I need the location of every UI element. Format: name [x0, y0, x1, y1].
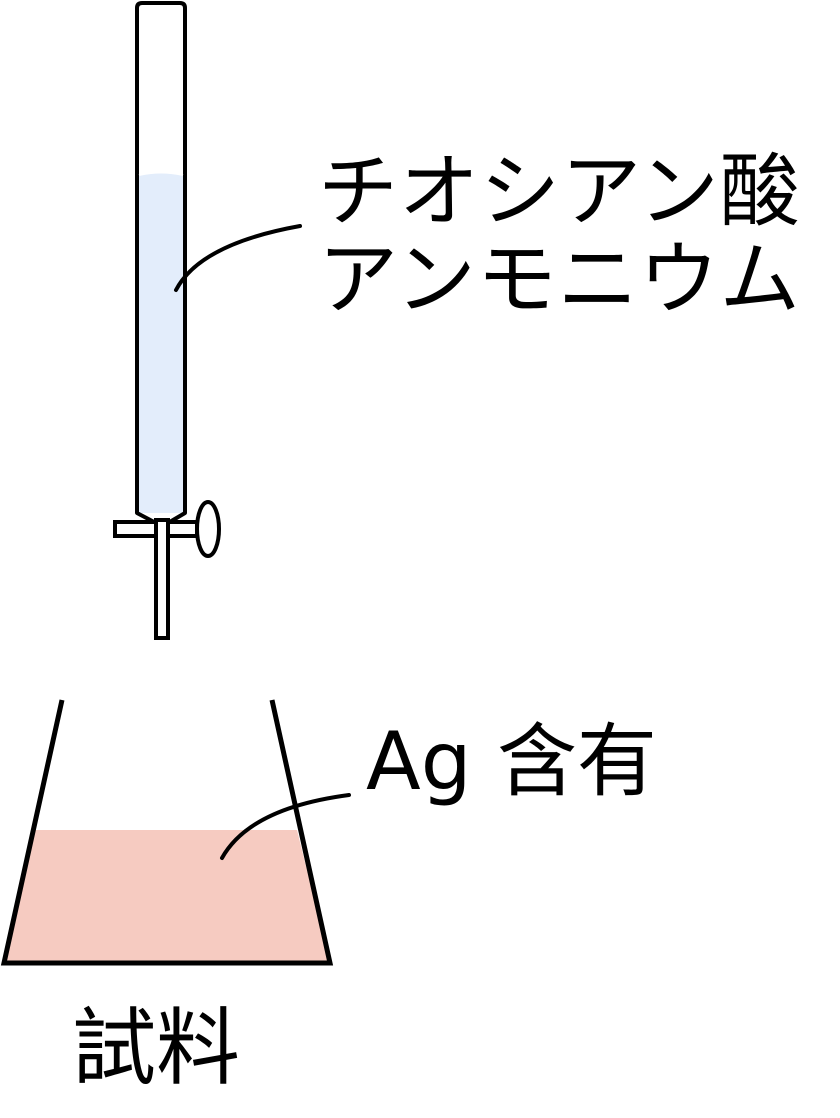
vessel-label: 試料	[72, 999, 241, 1097]
sample-leader-line	[220, 793, 351, 860]
stopcock-handle	[195, 500, 221, 558]
reagent-leader-line	[174, 224, 302, 292]
reagent-label-line1: チオシアン酸	[318, 145, 801, 238]
burette-tip	[154, 518, 170, 640]
reagent-label: チオシアン酸 アンモニウム	[318, 148, 801, 324]
sample-label: Ag 含有	[366, 715, 657, 808]
burette-meniscus	[138, 171, 184, 176]
flask-liquid	[4, 830, 330, 963]
flask-outline	[0, 699, 334, 966]
reagent-label-line2: アンモニウム	[318, 233, 801, 326]
burette-liquid	[137, 172, 185, 513]
